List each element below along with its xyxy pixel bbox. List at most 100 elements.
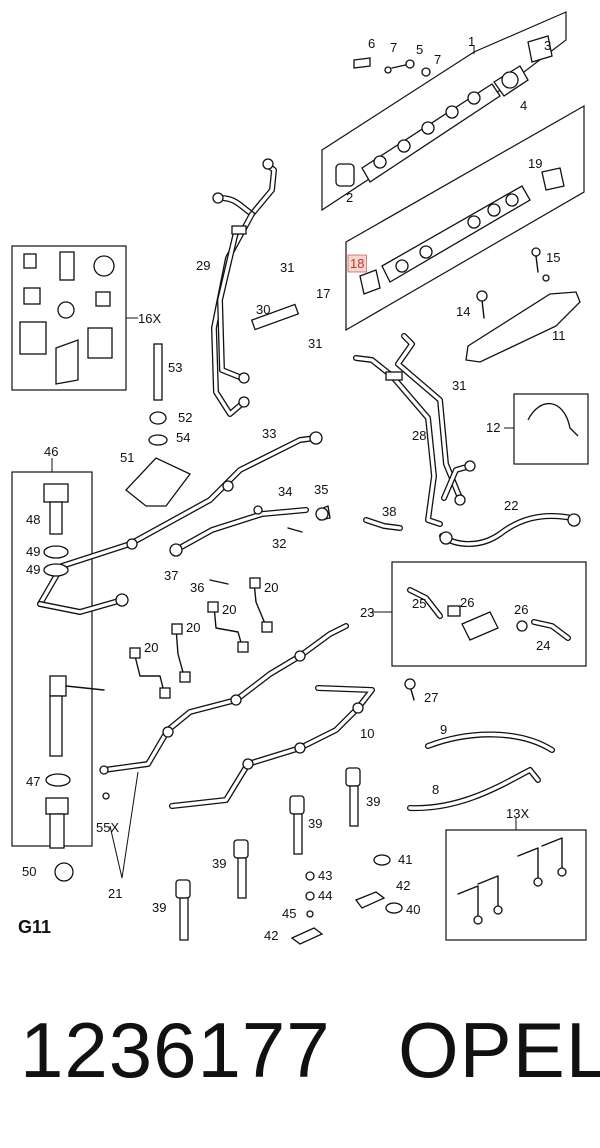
callout-9: 9 bbox=[440, 722, 447, 737]
callout-1: 1 bbox=[468, 34, 475, 49]
pipe-22 bbox=[439, 512, 581, 547]
callout-43: 43 bbox=[318, 868, 332, 883]
clamp-35 bbox=[315, 507, 329, 521]
callout-17: 17 bbox=[316, 286, 330, 301]
bracket-51 bbox=[125, 457, 191, 507]
washer-55x bbox=[102, 792, 110, 800]
frame-part-12 bbox=[513, 393, 589, 465]
brand-name: OPEL bbox=[398, 1006, 600, 1094]
callout-34: 34 bbox=[278, 484, 292, 499]
callout-39d: 39 bbox=[152, 900, 166, 915]
return-line-21 bbox=[99, 623, 349, 775]
clip-30 bbox=[250, 303, 300, 331]
bolt-36 bbox=[209, 579, 229, 585]
callout-3: 3 bbox=[544, 38, 551, 53]
bracket-12 bbox=[527, 403, 579, 437]
frame-part-23 bbox=[391, 561, 587, 667]
callout-26b: 26 bbox=[514, 602, 528, 617]
bolt-32 bbox=[287, 527, 303, 533]
callout-46: 46 bbox=[44, 444, 58, 459]
part-23-contents bbox=[407, 587, 571, 641]
injector-39-a bbox=[345, 767, 361, 827]
fuel-injection-exploded-diagram: 1 2 3 4 5 6 7 7 8 9 10 11 12 13X 14 15 1… bbox=[11, 11, 589, 945]
fittings-20 bbox=[129, 577, 273, 699]
callout-13x: 13X bbox=[506, 806, 529, 821]
callout-50: 50 bbox=[22, 864, 36, 879]
callout-38: 38 bbox=[382, 504, 396, 519]
callout-33: 33 bbox=[262, 426, 276, 441]
callout-24: 24 bbox=[536, 638, 550, 653]
fuel-rail-lower bbox=[359, 167, 565, 295]
injector-39-d bbox=[175, 879, 191, 941]
callout-14: 14 bbox=[456, 304, 470, 319]
callout-49a: 49 bbox=[26, 544, 40, 559]
kit-13x-parts bbox=[457, 837, 567, 925]
callout-16x: 16X bbox=[138, 311, 161, 326]
pipe-28 bbox=[353, 333, 476, 527]
callout-39a: 39 bbox=[366, 794, 380, 809]
callout-5: 5 bbox=[416, 42, 423, 57]
callout-45: 45 bbox=[282, 906, 296, 921]
fuel-rail-upper bbox=[335, 35, 553, 187]
callout-10: 10 bbox=[360, 726, 374, 741]
callout-11: 11 bbox=[552, 328, 566, 343]
seal-50 bbox=[54, 862, 74, 882]
callout-52: 52 bbox=[178, 410, 192, 425]
highlight-box bbox=[347, 254, 367, 273]
callout-21: 21 bbox=[108, 886, 122, 901]
kit-16x-parts bbox=[19, 251, 115, 385]
callout-7b: 7 bbox=[434, 52, 441, 67]
callout-39b: 39 bbox=[308, 816, 322, 831]
pipe-33 bbox=[37, 431, 323, 615]
callout-41: 41 bbox=[398, 852, 412, 867]
leader-lines bbox=[51, 46, 517, 879]
diagram-code: G11 bbox=[18, 917, 52, 937]
kit-46-parts bbox=[43, 483, 105, 849]
callout-27: 27 bbox=[424, 690, 438, 705]
callout-42a: 42 bbox=[396, 878, 410, 893]
callout-39c: 39 bbox=[212, 856, 226, 871]
callout-49b: 49 bbox=[26, 562, 40, 577]
callout-32: 32 bbox=[272, 536, 286, 551]
callout-20c: 20 bbox=[222, 602, 236, 617]
callout-31c: 31 bbox=[452, 378, 466, 393]
small-parts-40-45 bbox=[290, 854, 403, 945]
callout-54: 54 bbox=[176, 430, 190, 445]
callout-44: 44 bbox=[318, 888, 332, 903]
callout-40: 40 bbox=[406, 902, 420, 917]
callout-55x: 55X bbox=[96, 820, 119, 835]
frame-kit-13x bbox=[445, 829, 587, 941]
callout-30: 30 bbox=[256, 302, 270, 317]
callout-4: 4 bbox=[520, 98, 527, 113]
return-line-10 bbox=[169, 685, 375, 809]
callout-22: 22 bbox=[504, 498, 518, 513]
callout-28: 28 bbox=[412, 428, 426, 443]
callout-53: 53 bbox=[168, 360, 182, 375]
callout-15: 15 bbox=[546, 250, 560, 265]
callout-25: 25 bbox=[412, 596, 426, 611]
pipe-34 bbox=[169, 505, 331, 557]
callout-7a: 7 bbox=[390, 40, 397, 55]
callout-8: 8 bbox=[432, 782, 439, 797]
callout-31b: 31 bbox=[308, 336, 322, 351]
callout-47: 47 bbox=[26, 774, 40, 789]
callout-2: 2 bbox=[346, 190, 353, 205]
callout-20b: 20 bbox=[186, 620, 200, 635]
injector-39-b bbox=[289, 795, 305, 855]
callout-12: 12 bbox=[486, 420, 500, 435]
injector-39-c bbox=[233, 839, 249, 899]
bolt-14 bbox=[481, 299, 485, 319]
callout-20d: 20 bbox=[264, 580, 278, 595]
frame-fuel-rail-17 bbox=[345, 104, 585, 332]
callout-42b: 42 bbox=[264, 928, 278, 943]
callout-35: 35 bbox=[314, 482, 328, 497]
callout-6: 6 bbox=[368, 36, 375, 51]
nut-52 bbox=[149, 411, 167, 425]
bolt-15 bbox=[535, 255, 539, 273]
callout-48: 48 bbox=[26, 512, 40, 527]
callout-19: 19 bbox=[528, 156, 542, 171]
callout-18: 18 bbox=[350, 256, 364, 271]
stud-53 bbox=[153, 343, 163, 401]
part-number: 1236177 bbox=[20, 1006, 331, 1094]
callout-26a: 26 bbox=[460, 595, 474, 610]
